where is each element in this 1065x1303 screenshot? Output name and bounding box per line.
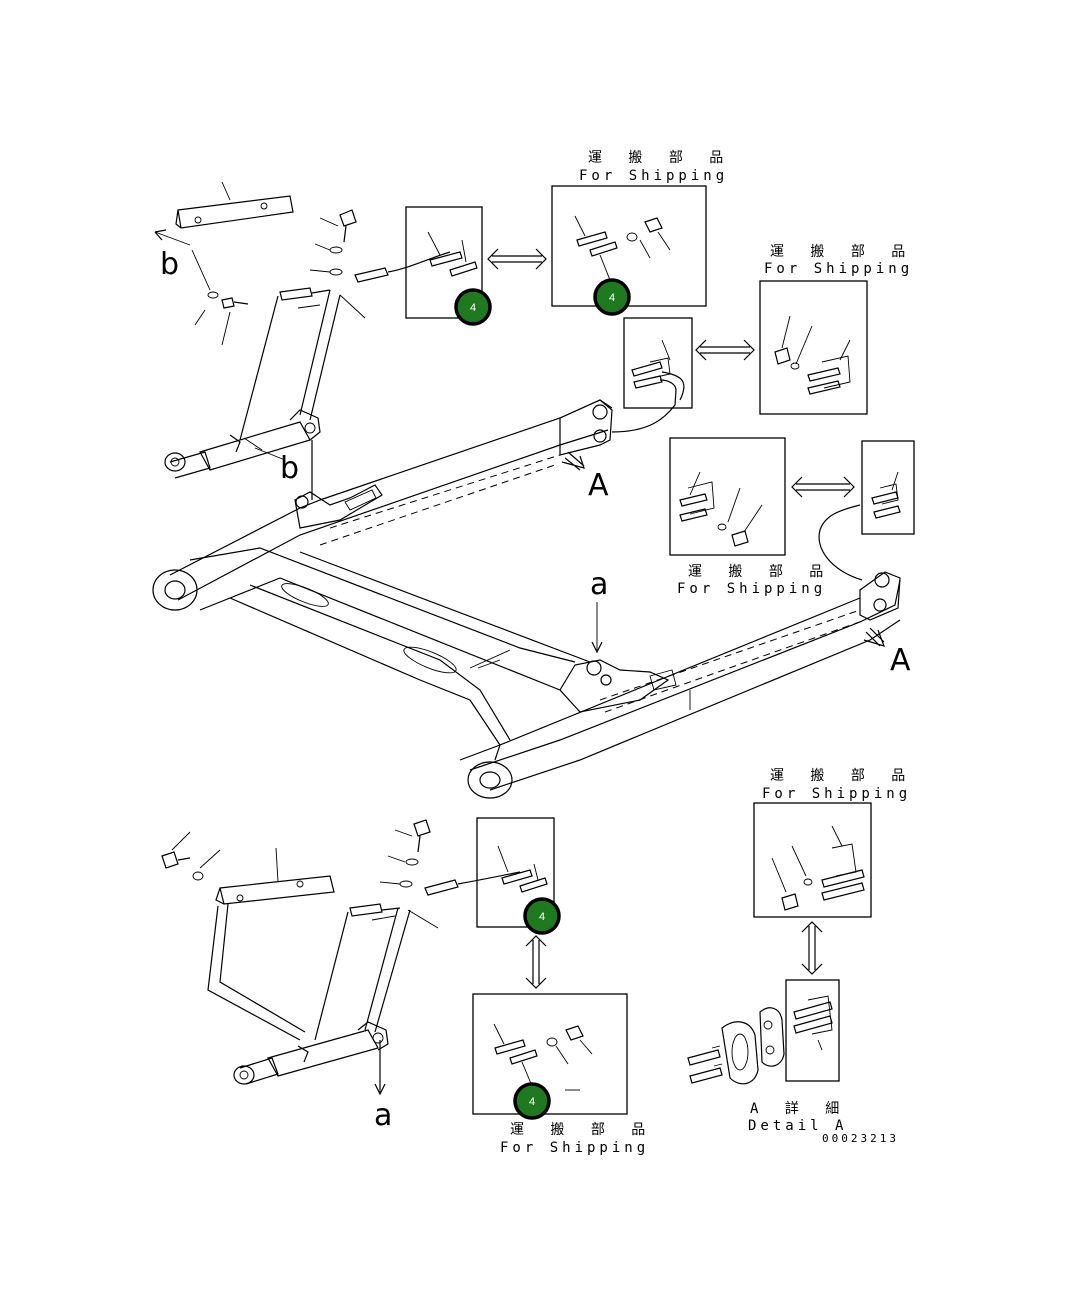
drawing-number: 00023213 [822,1132,899,1145]
shipping-label-en: For Shipping [764,261,913,277]
hose-box-right-top [623,317,693,409]
shipping-box-middle-right: 運 搬 部 品 For Shipping [669,437,832,597]
view-letter-b-cylinder: b [280,451,299,486]
view-letter-a-bottom: a [374,1098,392,1133]
shipping-label-jp: 運 搬 部 品 [770,244,914,260]
callout-marker-label: 4 [529,1096,535,1108]
detail-label-jp: A 詳 細 [750,1101,848,1117]
callout-marker-1[interactable]: 4 [454,288,492,326]
shipping-label-jp: 運 搬 部 品 [688,564,832,580]
shipping-label-jp: 運 搬 部 品 [770,768,914,784]
view-markers-frame: a A A [477,451,911,710]
double-arrow-5 [801,921,823,975]
callout-marker-2[interactable]: 4 [593,278,631,316]
detail-label-en: Detail A [748,1118,847,1134]
shipping-label-en: For Shipping [762,786,911,802]
lower-cylinder-assembly: a [161,819,521,1133]
shipping-box-bottom-center: 運 搬 部 品 For Shipping [472,993,654,1156]
view-letter-a: a [590,567,608,602]
double-arrow-1 [487,248,547,270]
hose-box-top-left [405,206,483,319]
callout-marker-label: 4 [609,292,615,304]
shipping-label-en: For Shipping [500,1140,649,1156]
detail-a-assembly: A 詳 細 Detail A 00023213 [687,979,899,1145]
hose-box-bottom [476,817,555,928]
double-arrow-4 [525,935,547,989]
callout-marker-label: 4 [539,911,545,923]
hose-box-right-middle [861,440,915,535]
double-arrow-2 [695,339,755,361]
upper-cylinder-assembly: b b [154,181,451,486]
view-letter-A-right: A [890,643,911,678]
callout-marker-label: 4 [470,302,476,314]
shipping-label-en: For Shipping [677,581,826,597]
callout-marker-4[interactable]: 4 [513,1082,551,1120]
shipping-box-right-upper: 運 搬 部 品 For Shipping [759,244,914,415]
shipping-label-jp: 運 搬 部 品 [510,1122,654,1138]
shipping-label-jp: 運 搬 部 品 [588,150,732,166]
main-frame [152,379,901,1090]
double-arrow-3 [791,476,855,498]
view-letter-A-left: A [588,468,609,503]
view-letter-b: b [160,247,179,282]
shipping-box-top-center: 運 搬 部 品 For Shipping [551,150,732,307]
shipping-label-en: For Shipping [579,168,728,184]
shipping-box-bottom-right: 運 搬 部 品 For Shipping [753,768,914,918]
callout-marker-3[interactable]: 4 [523,897,561,935]
